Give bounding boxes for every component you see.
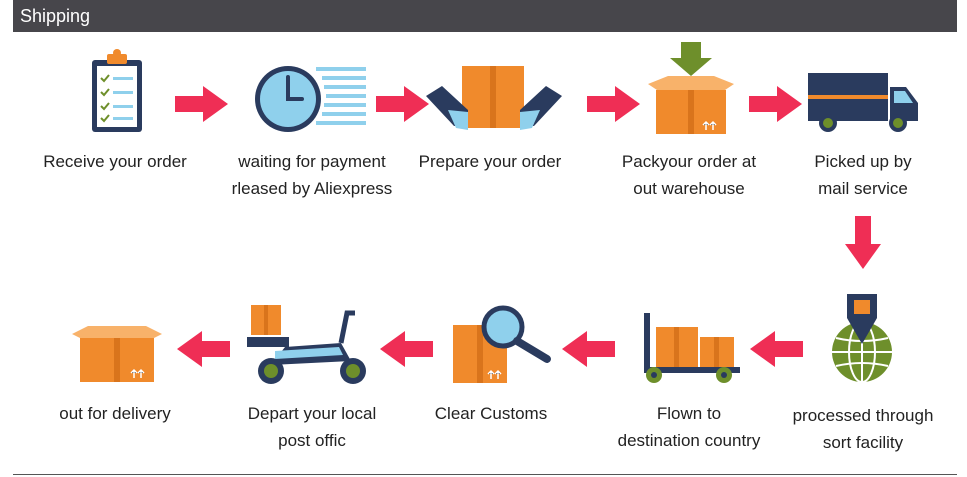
arrow-left-1 xyxy=(750,331,803,367)
bottom-divider xyxy=(13,474,957,475)
hand-truck-boxes-icon xyxy=(644,313,740,383)
arrow-right-3 xyxy=(587,86,640,122)
scooter-delivery-icon xyxy=(247,305,366,384)
step-label-prepare-order: Prepare your order xyxy=(418,152,562,171)
step-label-waiting-payment: waiting for payment rleased by Aliexpres… xyxy=(231,152,393,198)
step-label-depart-post: Depart your local post offic xyxy=(247,404,377,450)
step-label-picked-up: Picked up by mail service xyxy=(814,152,912,198)
step-label-out-for-delivery: out for delivery xyxy=(59,404,171,423)
arrow-right-1 xyxy=(175,86,228,122)
step-label-flown: Flown to destination country xyxy=(617,404,761,450)
section-header: Shipping xyxy=(13,0,957,32)
section-title: Shipping xyxy=(20,6,91,26)
step-label-receive-order: Receive your order xyxy=(43,152,187,171)
globe-with-pin-icon xyxy=(832,294,892,383)
hands-holding-box-icon xyxy=(426,66,562,130)
clock-icon xyxy=(255,66,366,132)
arrow-left-2 xyxy=(562,331,615,367)
open-box-icon xyxy=(72,326,162,382)
arrow-left-3 xyxy=(380,331,433,367)
box-magnifier-icon xyxy=(453,305,551,383)
arrow-left-4 xyxy=(177,331,230,367)
step-label-clear-customs: Clear Customs xyxy=(434,404,548,423)
box-with-down-arrow-icon xyxy=(648,42,734,134)
step-label-pack-order: Packyour order at out warehouse xyxy=(621,152,757,198)
arrow-down xyxy=(845,216,881,269)
arrow-right-2 xyxy=(376,86,429,122)
clipboard-checklist-icon xyxy=(92,49,142,132)
delivery-truck-icon xyxy=(808,73,918,132)
arrow-right-4 xyxy=(749,86,802,122)
step-label-sort-facility: processed through sort facility xyxy=(792,406,934,452)
